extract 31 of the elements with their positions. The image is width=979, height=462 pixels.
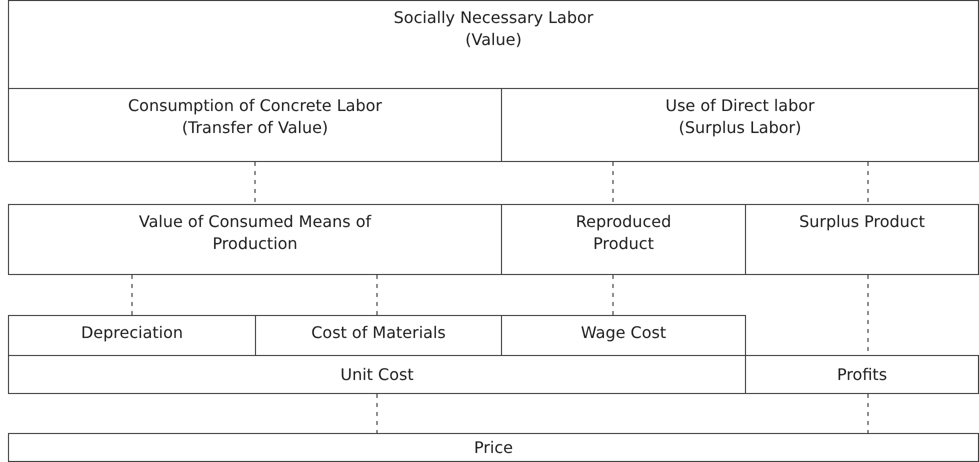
box-text: Reproduced Product	[574, 211, 672, 254]
label-box	[8, 433, 979, 462]
label-box	[8, 355, 746, 394]
dashed-connector	[612, 162, 614, 204]
label-box	[501, 88, 979, 162]
label-box	[8, 315, 256, 356]
box-text: Wage Cost	[580, 322, 668, 344]
box-text: Depreciation	[80, 322, 184, 344]
label-box	[501, 204, 746, 275]
dashed-connector	[254, 162, 256, 204]
box-text: Unit Cost	[339, 364, 415, 386]
box-text: Socially Necessary Labor	[392, 7, 594, 29]
box-text: Use of Direct labor	[664, 95, 816, 117]
box-text: Profits	[836, 364, 888, 386]
label-box	[8, 88, 502, 162]
label-box	[8, 0, 979, 89]
box-text: Surplus Product	[798, 211, 926, 233]
label-box	[745, 204, 979, 275]
dashed-connector	[376, 394, 378, 434]
dashed-connector	[612, 274, 614, 316]
box-text: Consumption of Concrete Labor	[127, 95, 383, 117]
label-box	[745, 355, 979, 394]
dashed-connector	[376, 274, 378, 316]
box-text: Cost of Materials	[310, 322, 447, 344]
box-text: Price	[472, 436, 514, 458]
box-text: (Surplus Labor)	[678, 116, 802, 138]
label-box	[501, 315, 746, 356]
box-text: (Transfer of Value)	[180, 116, 330, 138]
box-text: Value of Consumed Means of Production	[138, 211, 372, 254]
label-box	[8, 204, 502, 275]
box-text: (Value)	[464, 28, 523, 50]
